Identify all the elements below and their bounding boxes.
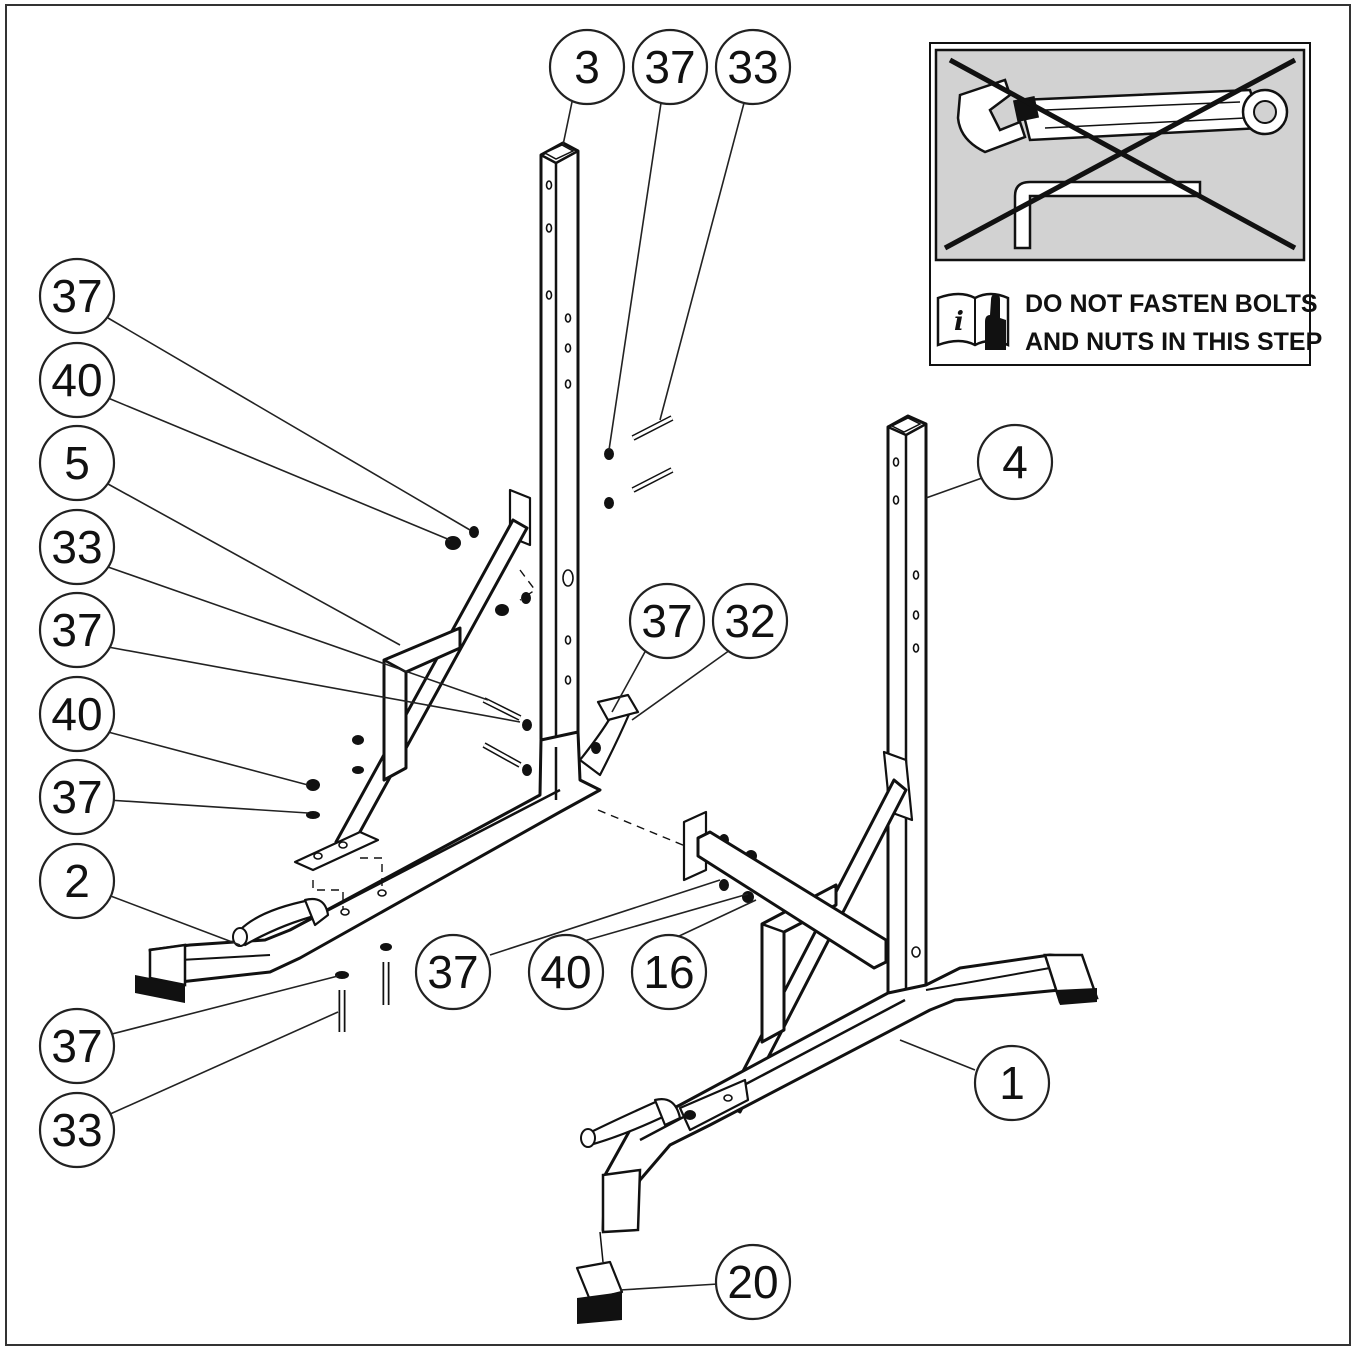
notice-panel: i DO NOT FASTEN BOLTS AND NUTS IN THIS S… [929,42,1322,366]
callout-1: 1 [973,1044,1051,1122]
callout-20: 20 [714,1243,792,1321]
callout-37: 37 [628,582,706,660]
callout-label: 37 [51,1020,102,1072]
info-glyph: i [954,307,964,337]
callout-37: 37 [38,1007,116,1085]
callout-label: 37 [51,771,102,823]
wrench-icon [956,78,1289,154]
callout-label: 40 [51,354,102,406]
callout-label: 37 [641,595,692,647]
callout-label: 16 [643,946,694,998]
right-diagonal-brace [724,750,914,1114]
callout-label: 20 [727,1256,778,1308]
crossbar-part-16 [682,810,888,970]
left-diagonal-brace [293,488,532,872]
manual-info-icon: i [936,292,1010,350]
callout-label: 1 [999,1057,1025,1109]
foot-cap-part-20 [575,1231,624,1324]
callout-33: 33 [714,28,792,106]
callout-40: 40 [38,341,116,419]
cross-out-icon [943,57,1297,251]
callout-label: 40 [540,946,591,998]
callout-label: 32 [724,595,775,647]
callout-32: 32 [711,582,789,660]
callout-3: 3 [548,28,626,106]
left-base-frame [135,693,640,1003]
callout-5: 5 [38,424,116,502]
callout-4: 4 [976,423,1054,501]
leader-lines [107,101,983,1291]
connection-dash [360,857,383,890]
connection-dash [312,880,344,910]
callout-label: 5 [64,437,90,489]
notice-line-1: DO NOT FASTEN BOLTS [1025,290,1318,318]
callout-37: 37 [414,933,492,1011]
callout-37: 37 [38,257,116,335]
right-upright-post [886,414,928,1003]
left-upright-post [539,141,580,749]
callout-37: 37 [38,758,116,836]
page-border [5,4,1351,1346]
callout-label: 33 [51,1104,102,1156]
callout-37: 37 [38,591,116,669]
callout-16: 16 [630,933,708,1011]
callout-label: 4 [1002,436,1028,488]
callout-label: 40 [51,688,102,740]
callout-label: 33 [51,521,102,573]
callout-33: 33 [38,1091,116,1169]
hardware-set [306,415,757,1032]
callout-label: 37 [51,604,102,656]
callout-40: 40 [527,933,605,1011]
callout-label: 37 [427,946,478,998]
callout-label: 2 [64,855,90,907]
callout-33: 33 [38,508,116,586]
callout-40: 40 [38,675,116,753]
callout-label: 3 [574,41,600,93]
right-base-frame [580,953,1099,1234]
callout-37: 37 [631,28,709,106]
callout-label: 37 [644,41,695,93]
notice-line-2: AND NUTS IN THIS STEP [1025,328,1322,356]
callout-label: 33 [727,41,778,93]
connection-dash [597,809,691,849]
callout-label: 37 [51,270,102,322]
callout-2: 2 [38,842,116,920]
